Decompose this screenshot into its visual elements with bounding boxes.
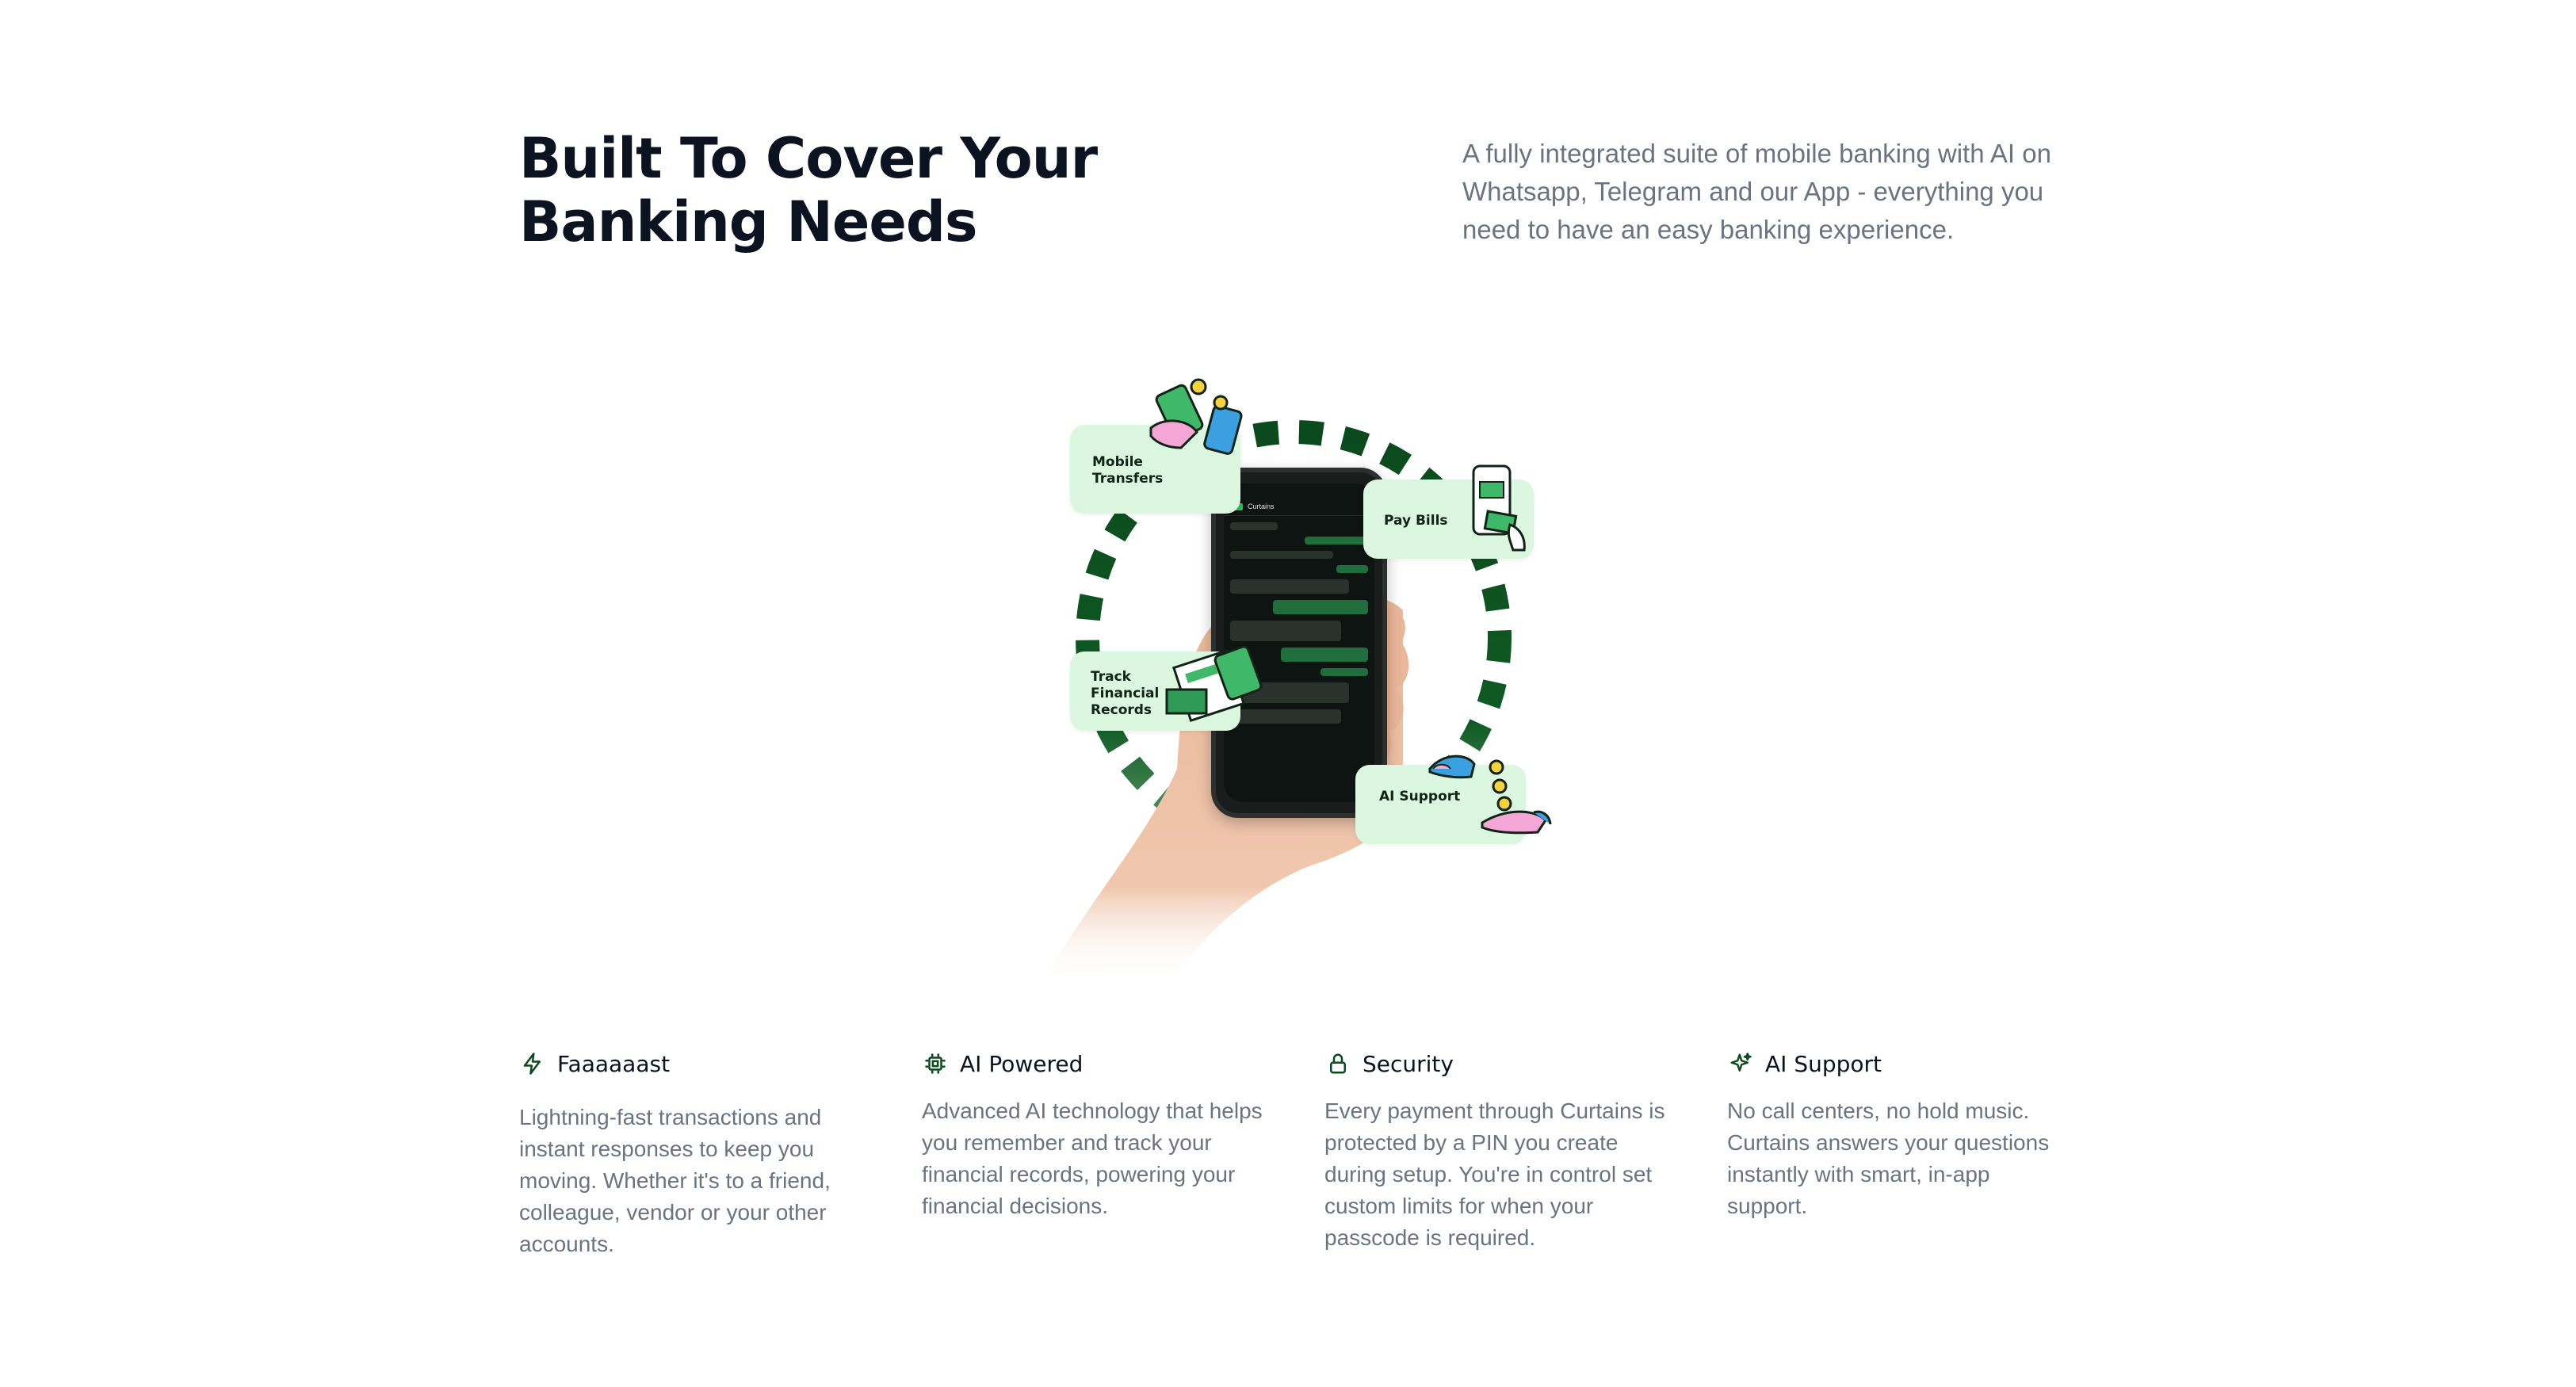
phone-screen: Curtains bbox=[1224, 483, 1374, 802]
feature-ai-support: AI Support No call centers, no hold musi… bbox=[1727, 1046, 2092, 1222]
chat-bubble bbox=[1336, 565, 1368, 573]
feature-header: AI Support bbox=[1727, 1046, 2092, 1081]
feature-title: AI Powered bbox=[960, 1050, 1084, 1077]
feature-security: Security Every payment through Curtains … bbox=[1324, 1046, 1689, 1254]
features-row: Faaaaaast Lightning-fast transactions an… bbox=[519, 1046, 2104, 1284]
feature-fast: Faaaaaast Lightning-fast transactions an… bbox=[519, 1046, 884, 1260]
lock-icon bbox=[1324, 1050, 1351, 1077]
chat-app-name: Curtains bbox=[1248, 502, 1275, 510]
section-heading: Built To Cover Your Banking Needs bbox=[519, 126, 1098, 254]
feature-header: Faaaaaast bbox=[519, 1046, 884, 1081]
feature-title: AI Support bbox=[1765, 1050, 1882, 1077]
hands-coins-icon bbox=[1428, 755, 1552, 835]
feature-description: Advanced AI technology that helps you re… bbox=[922, 1099, 1263, 1218]
phone-bill-icon bbox=[1472, 464, 1526, 552]
feature-description: No call centers, no hold music. Curtains… bbox=[1727, 1099, 2050, 1218]
chip-icon bbox=[922, 1050, 949, 1077]
phone-mockup: Curtains bbox=[1211, 468, 1387, 818]
chat-bubble bbox=[1320, 668, 1368, 676]
chat-bubble bbox=[1281, 648, 1368, 662]
chat-bubble bbox=[1273, 600, 1368, 614]
hero-illustration: Curtains Mobile Transfers bbox=[1030, 357, 1585, 983]
chat-bubble bbox=[1230, 522, 1278, 530]
invoice-icon bbox=[1165, 645, 1263, 722]
chat-bubble bbox=[1230, 709, 1341, 724]
section-intro: A fully integrated suite of mobile banki… bbox=[1462, 139, 2051, 244]
feature-header: AI Powered bbox=[922, 1046, 1286, 1081]
card-label: Track Financial Records bbox=[1091, 669, 1160, 718]
chat-bubble bbox=[1230, 621, 1341, 641]
chat-bubble bbox=[1230, 551, 1333, 559]
phone-status-bar bbox=[1224, 483, 1374, 498]
feature-ai-powered: AI Powered Advanced AI technology that h… bbox=[922, 1046, 1286, 1222]
feature-description: Every payment through Curtains is protec… bbox=[1324, 1099, 1665, 1250]
chat-header: Curtains bbox=[1224, 498, 1374, 516]
chat-bubble bbox=[1230, 579, 1349, 594]
feature-header: Security bbox=[1324, 1046, 1689, 1081]
money-transfer-icon bbox=[1149, 378, 1243, 455]
feature-title: Security bbox=[1363, 1050, 1454, 1077]
sparkle-icon bbox=[1727, 1050, 1754, 1077]
card-label: Pay Bills bbox=[1384, 513, 1448, 529]
feature-title: Faaaaaast bbox=[557, 1050, 671, 1077]
feature-description: Lightning-fast transactions and instant … bbox=[519, 1105, 831, 1256]
lightning-icon bbox=[519, 1050, 546, 1077]
card-label: AI Support bbox=[1379, 789, 1461, 804]
card-label: Mobile Transfers bbox=[1092, 454, 1164, 487]
chat-bubble bbox=[1305, 537, 1368, 544]
